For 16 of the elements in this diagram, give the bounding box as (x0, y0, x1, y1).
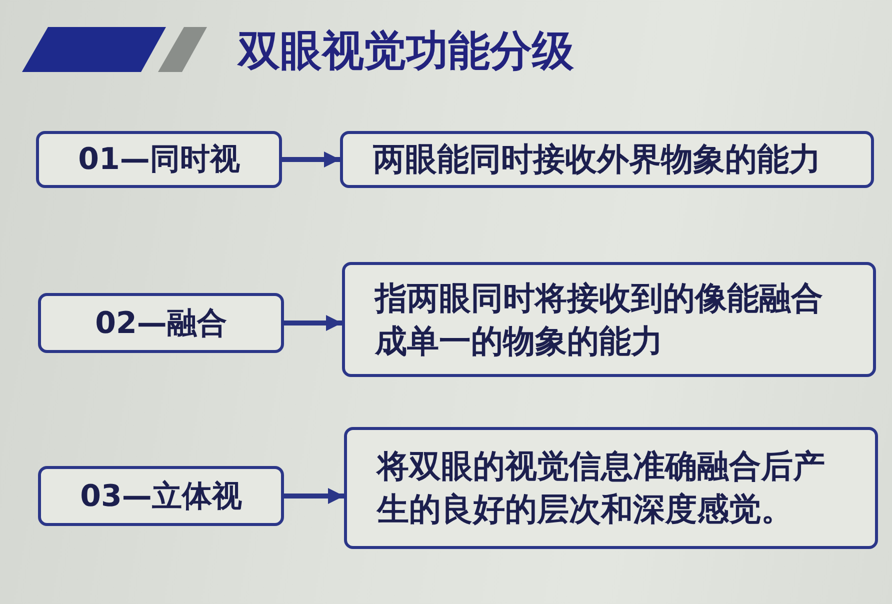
description-box (340, 131, 874, 188)
slide-title: 双眼视觉功能分级 (238, 26, 574, 76)
level-label: 01—同时视 (78, 141, 240, 179)
description-text: 将双眼的视觉信息准确融合后产生的良好的层次和深度感觉。 (377, 446, 826, 530)
level-label: 02—融合 (95, 304, 227, 342)
description-text: 两眼能同时接收外界物象的能力 (373, 139, 821, 180)
level-box (38, 466, 284, 526)
description-box (342, 262, 876, 377)
description-box (344, 427, 878, 549)
level-label: 03—立体视 (80, 478, 242, 516)
description-text: 指两眼同时将接收到的像能融合成单一的物象的能力 (375, 278, 824, 362)
arrow (284, 315, 342, 331)
arrow (282, 152, 340, 168)
level-box (36, 131, 282, 188)
arrow (284, 488, 344, 504)
level-box (38, 293, 284, 353)
